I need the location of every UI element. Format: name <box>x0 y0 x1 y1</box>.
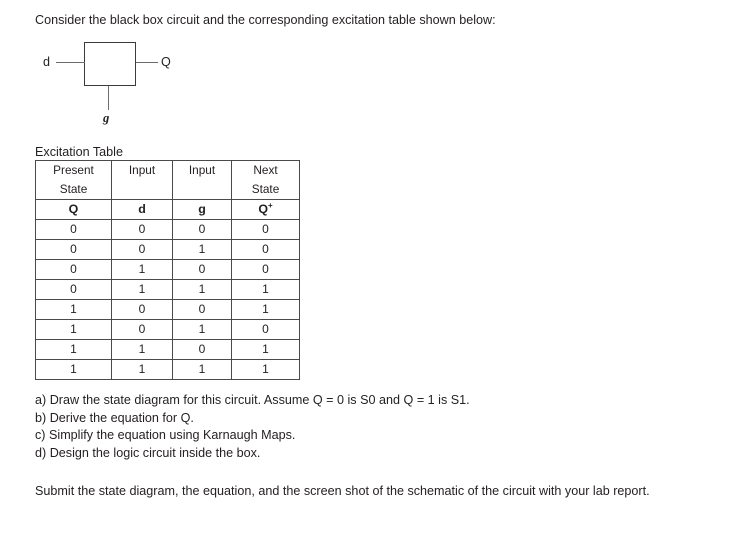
table-cell: 1 <box>231 279 300 300</box>
table-cell: 1 <box>231 359 300 380</box>
table-cell: 0 <box>35 259 112 280</box>
table-cell: 0 <box>35 239 112 260</box>
question-item-a: a) Draw the state diagram for this circu… <box>35 393 470 407</box>
table-cell: 1 <box>111 279 173 300</box>
clock-wire <box>108 86 110 110</box>
intro-text: Consider the black box circuit and the c… <box>35 13 496 27</box>
table-cell: 0 <box>231 219 300 240</box>
table-cell: 1 <box>172 359 232 380</box>
table-cell: 0 <box>111 219 173 240</box>
table-cell: 1 <box>231 299 300 320</box>
header-cell <box>111 180 173 200</box>
excitation-table-wrapper: Present Input Input Next State State Q d… <box>35 160 300 380</box>
header-cell: State <box>35 180 112 200</box>
table-cell: 1 <box>35 319 112 340</box>
table-cell: 1 <box>172 279 232 300</box>
header-cell <box>172 180 232 200</box>
table-cell: 0 <box>35 219 112 240</box>
table-cell: 1 <box>172 319 232 340</box>
table-cell: 1 <box>35 359 112 380</box>
symbol-cell-g: g <box>172 199 232 220</box>
table-symbol-row: Q d g Q+ <box>35 199 300 220</box>
header-cell: Input <box>172 160 232 180</box>
table-cell: 1 <box>35 339 112 360</box>
table-cell: 0 <box>231 259 300 280</box>
table-cell: 0 <box>231 319 300 340</box>
symbol-cell-d: d <box>111 199 173 220</box>
black-box-rectangle <box>84 42 136 86</box>
symbol-q-superscript: + <box>267 200 273 210</box>
closing-paragraph: Submit the state diagram, the equation, … <box>35 484 650 498</box>
table-cell: 0 <box>172 299 232 320</box>
black-box-circuit-diagram: d Q g <box>0 0 260 140</box>
header-cell: Next <box>231 160 300 180</box>
symbol-q-base: Q <box>258 202 268 216</box>
table-cell: 1 <box>172 239 232 260</box>
question-item-d: d) Design the logic circuit inside the b… <box>35 445 261 460</box>
table-cell: 1 <box>35 299 112 320</box>
table-header-row-top: Present Input Input Next <box>35 160 300 180</box>
table-cell: 1 <box>111 259 173 280</box>
table-cell: 1 <box>111 339 173 360</box>
table-cell: 0 <box>172 339 232 360</box>
question-item-c: c) Simplify the equation using Karnaugh … <box>35 428 296 443</box>
header-cell: Present <box>35 160 112 180</box>
output-wire <box>136 62 158 64</box>
table-cell: 0 <box>172 259 232 280</box>
question-item-b: b) Derive the equation for Q. <box>35 410 194 425</box>
header-cell: Input <box>111 160 173 180</box>
table-cell: 0 <box>111 299 173 320</box>
table-cell: 0 <box>111 239 173 260</box>
input-label-d: d <box>43 55 51 69</box>
input-wire <box>56 62 85 64</box>
question-list: a) Draw the state diagram for this circu… <box>35 392 470 462</box>
excitation-table-caption: Excitation Table <box>35 145 123 159</box>
clock-label-g: g <box>103 111 110 125</box>
table-header-row-bottom: State State <box>35 180 300 200</box>
output-label-q: Q <box>161 55 171 69</box>
symbol-cell-q: Q <box>35 199 112 220</box>
header-cell: State <box>231 180 300 200</box>
excitation-table: Present Input Input Next State State Q d… <box>35 160 300 380</box>
table-cell: 0 <box>231 239 300 260</box>
symbol-cell-q-next: Q+ <box>231 199 300 220</box>
table-cell: 0 <box>111 319 173 340</box>
table-cell: 1 <box>231 339 300 360</box>
table-cell: 1 <box>111 359 173 380</box>
table-cell: 0 <box>35 279 112 300</box>
table-cell: 0 <box>172 219 232 240</box>
